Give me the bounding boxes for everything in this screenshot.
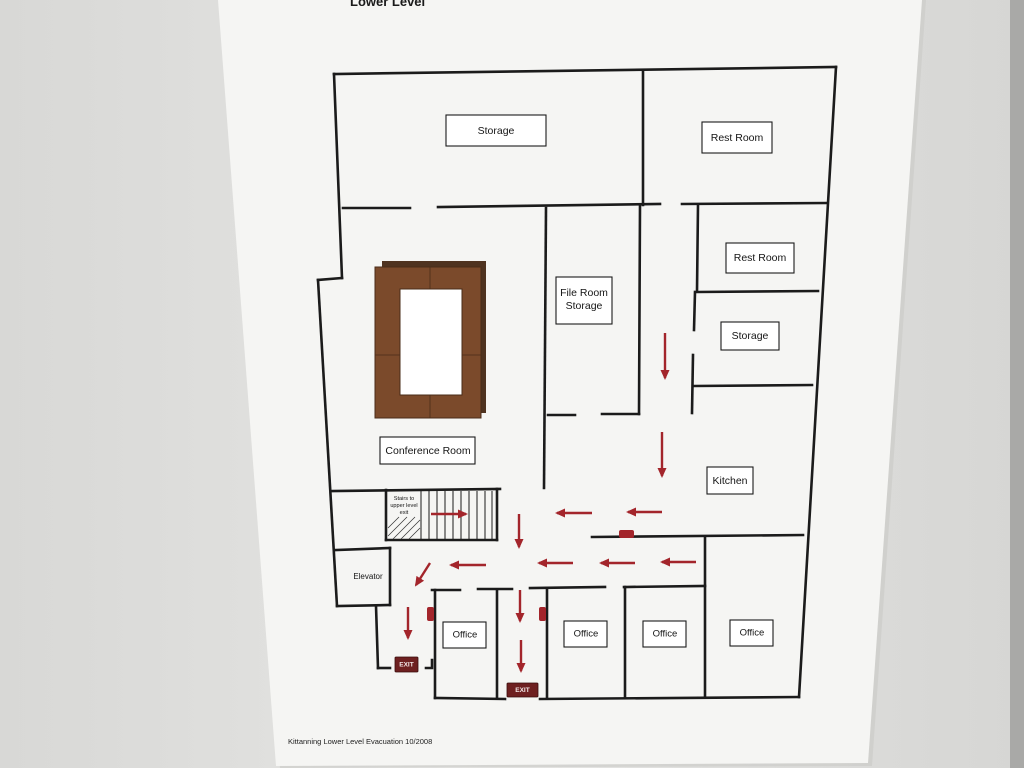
room-label-office: Office [442, 621, 487, 649]
room-name: Office [453, 630, 478, 641]
room-name: Kitchen [712, 475, 747, 487]
room-label-rest-room-top: Rest Room [701, 121, 773, 154]
room-name-line: File Room [560, 287, 608, 299]
stair-steps [420, 491, 493, 539]
plan-caption: Kittanning Lower Level Evacuation 10/200… [288, 737, 432, 746]
evacuation-arrow-diagonal [414, 562, 432, 587]
room-name: Storage [732, 330, 769, 342]
room-label-conference-room: Conference Room [379, 436, 476, 465]
room-label-file-room-storage: File Room Storage [555, 276, 613, 325]
evacuation-route [403, 333, 696, 673]
room-name: Conference Room [385, 445, 470, 457]
room-name: Office [653, 629, 678, 640]
exit-sign-text: EXIT [399, 662, 413, 669]
conference-table [374, 261, 486, 419]
room-name: Storage [478, 125, 515, 137]
stairs-label-line: upper level [390, 503, 417, 509]
fire-extinguisher-icon [427, 607, 434, 621]
paper-sheet [218, 0, 922, 766]
room-name: Rest Room [734, 252, 787, 264]
room-name-line: Storage [566, 300, 603, 312]
room-name: Office [740, 628, 765, 639]
stairs-label-line: exit [400, 510, 409, 516]
room-label-storage-right: Storage [720, 321, 780, 351]
room-label-kitchen: Kitchen [706, 466, 754, 495]
exit-sign: EXIT [506, 682, 539, 698]
exit-sign: EXIT [394, 656, 419, 673]
stairs: Stairs to upper level exit [387, 491, 493, 540]
room-label-rest-room-middle: Rest Room [725, 242, 795, 274]
floor-plan-walls [316, 65, 838, 701]
room-label-storage-top: Storage [445, 114, 547, 147]
room-label-office: Office [729, 619, 774, 647]
room-label-elevator: Elevator [353, 572, 383, 581]
room-label-office: Office [642, 620, 687, 648]
exit-sign-text: EXIT [515, 687, 529, 694]
fire-extinguisher-icon [539, 607, 546, 621]
door-frame-edge [1010, 0, 1024, 768]
room-name: Office [574, 629, 599, 640]
room-label-office: Office [563, 620, 608, 648]
plan-title: Lower Level [350, 0, 425, 9]
stairs-hatch [387, 516, 421, 540]
fire-extinguisher-icon [619, 530, 634, 538]
room-name: Rest Room [711, 132, 764, 144]
stairs-label-line: Stairs to [394, 496, 415, 502]
